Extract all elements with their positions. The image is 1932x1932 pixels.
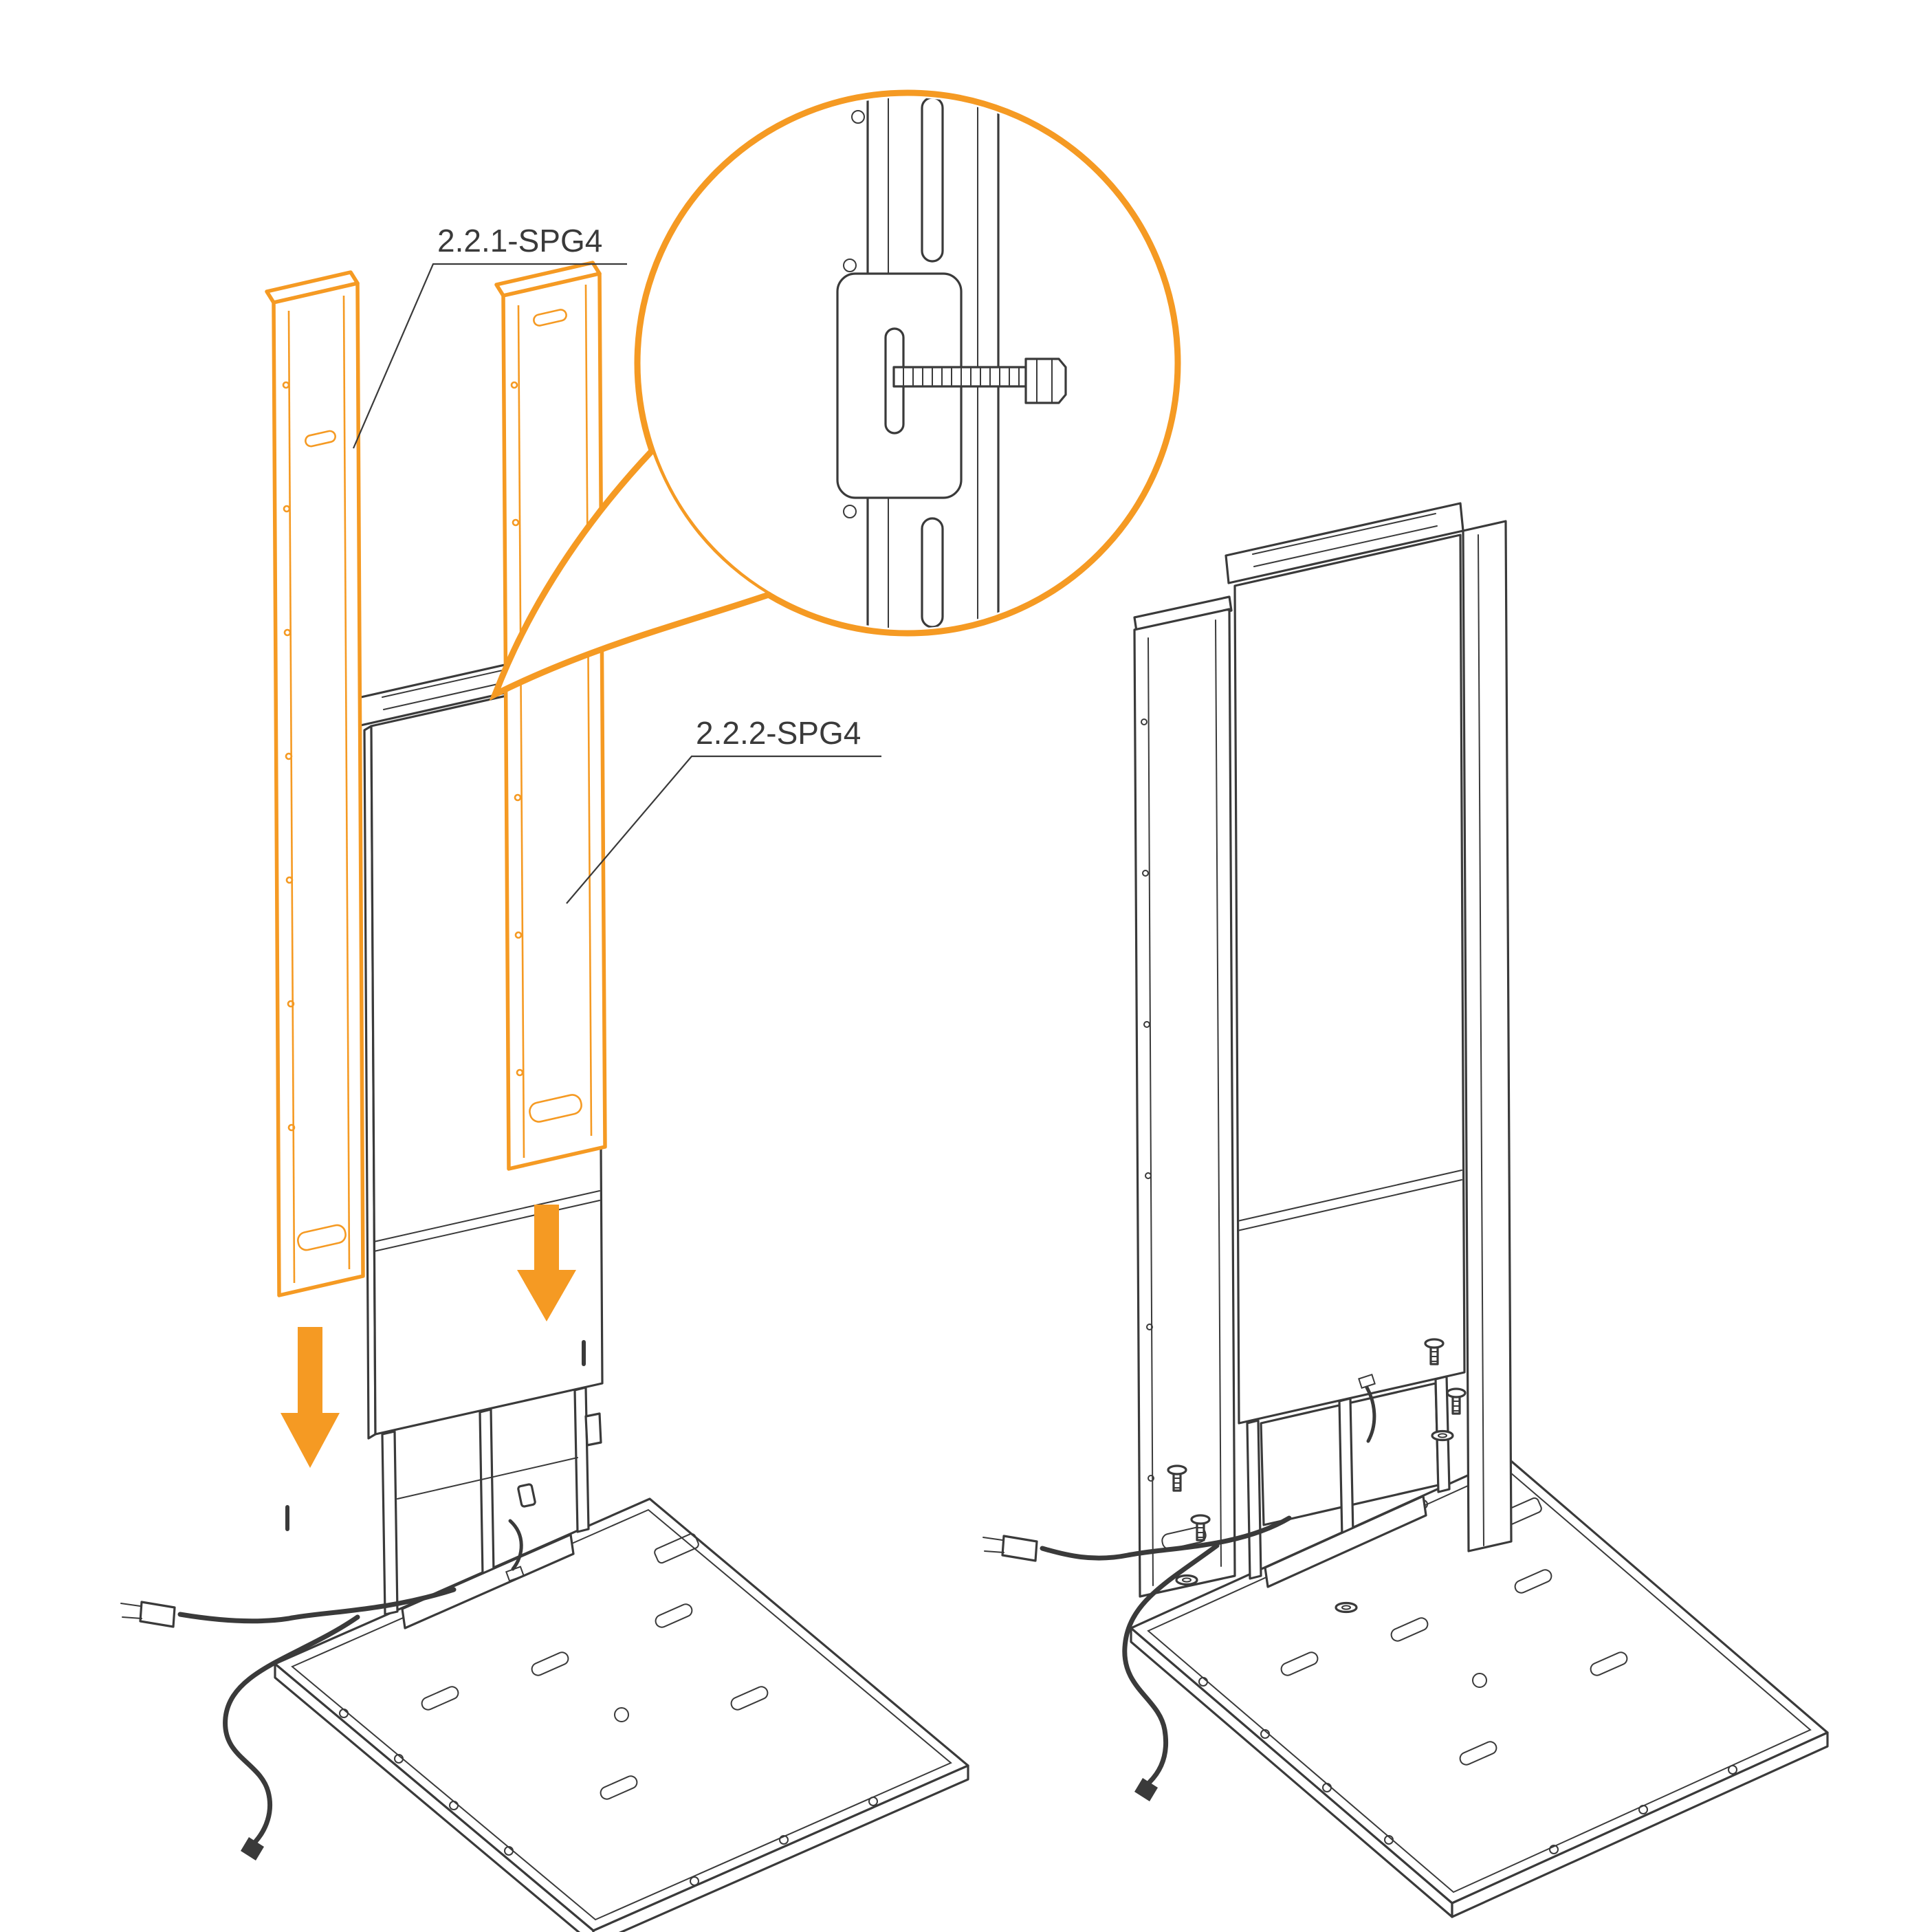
hex-bolt-icon: [1446, 1387, 1467, 1415]
power-plug-icon: [120, 1601, 176, 1628]
fasteners: [1167, 1338, 1467, 1614]
base-plate: [274, 1497, 969, 1932]
hex-bolt-icon: [1167, 1464, 1187, 1492]
callout-2-2-1: 2.2.1-SPG4: [352, 223, 627, 449]
hex-bolt-icon: [892, 358, 1067, 404]
cable-connector-icon: [505, 1566, 525, 1582]
side-panel-right-mounted: [1462, 520, 1513, 1552]
plate-cutout: [654, 1533, 699, 1564]
magnifier-pointer: [495, 451, 769, 694]
column-foot-bracket: [1264, 1495, 1427, 1588]
hex-bolt-icon: [1190, 1514, 1211, 1541]
callout-2-2-2: 2.2.2-SPG4: [566, 715, 881, 904]
plate-slot: [1514, 1569, 1552, 1594]
plate-slot: [531, 1651, 569, 1676]
down-arrow-icon: [517, 1205, 576, 1321]
plate-slot: [1590, 1651, 1628, 1676]
side-panel-left-mounted: [1133, 608, 1236, 1598]
plate-slot: [1280, 1651, 1319, 1676]
plate-slot: [655, 1603, 693, 1628]
leader-line: [352, 263, 627, 449]
washer-icon: [1335, 1601, 1358, 1614]
plate-slot: [730, 1686, 769, 1711]
cable-connector-icon: [1134, 1778, 1158, 1801]
power-plug-icon: [983, 1535, 1038, 1562]
leader-line: [566, 755, 881, 904]
washer-icon: [1431, 1429, 1454, 1442]
hex-bolt-icon: [1424, 1338, 1445, 1365]
column-assembly: [1133, 502, 1513, 1598]
power-cable: [120, 1587, 457, 1628]
column-foot-bracket: [401, 1533, 575, 1629]
rail-detail: [836, 98, 1067, 628]
plate-slot: [600, 1775, 638, 1800]
column-face: [1233, 534, 1466, 1425]
signal-cable: [223, 1519, 525, 1860]
cable-connector-icon: [1358, 1373, 1376, 1390]
side-panel-right-exploded: [494, 261, 607, 1171]
exploded-view: [120, 261, 969, 1932]
side-panel-2-2-1: [265, 270, 365, 1297]
plate-slot: [1390, 1617, 1429, 1642]
plate-slot: [421, 1686, 459, 1711]
cable-connector-icon: [241, 1837, 264, 1860]
washer-icon: [1175, 1574, 1198, 1586]
part-label: 2.2.1-SPG4: [437, 223, 602, 259]
rail-slot: [921, 98, 944, 263]
magnifier-detail: [489, 89, 1181, 701]
rail-slot: [921, 517, 944, 628]
down-arrow-icon: [281, 1327, 340, 1468]
plate-slot: [1459, 1741, 1497, 1766]
cable-clip: [517, 1483, 536, 1508]
power-cable: [983, 1373, 1376, 1801]
part-label: 2.2.2-SPG4: [696, 715, 861, 751]
assembled-view: [983, 502, 1829, 1918]
